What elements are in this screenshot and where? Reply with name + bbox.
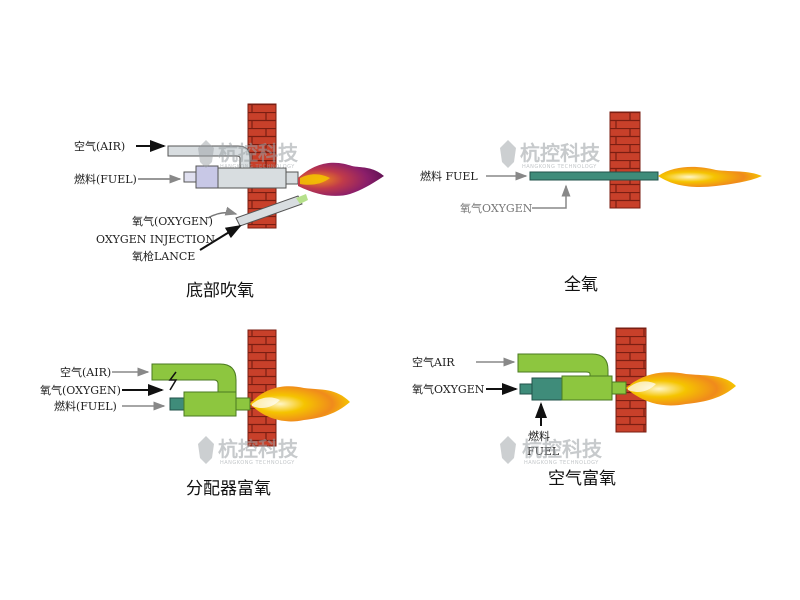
oxygen-label: 氧气(OXYGEN) — [40, 383, 121, 397]
panel-distributor-oxygen-enrichment: 空气(AIR) 氧气(OXYGEN) 燃料(FUEL) 分配器富氧 杭控科技 H… — [40, 329, 350, 499]
flame-core — [300, 174, 330, 185]
watermark-logo-icon — [198, 436, 214, 464]
panel-caption: 分配器富氧 — [186, 479, 271, 499]
brick-wall — [609, 111, 641, 209]
panel-full-oxygen: 燃料 FUEL 氧气OXYGEN 全氧 杭控科技 HANGKONG TECHNO… — [420, 111, 762, 295]
watermark-subtext: HANGKONG TECHNOLOGY — [220, 460, 295, 466]
fuel-body — [531, 377, 563, 401]
air-elbow-pipe — [151, 363, 237, 395]
panel-caption: 全氧 — [564, 275, 598, 295]
fuel-label: 燃料 FUEL — [420, 169, 478, 183]
lance-arrow — [199, 225, 242, 251]
fuel-inlet — [169, 397, 185, 411]
flame — [626, 372, 736, 406]
watermark-subtext: HANGKONG TECHNOLOGY — [220, 164, 295, 170]
oxygen-injection-label: OXYGEN INJECTION — [96, 233, 215, 246]
air-elbow-pipe — [517, 353, 609, 377]
burner-body — [183, 391, 237, 417]
watermark-logo-icon — [198, 140, 214, 168]
fuel-body — [195, 165, 219, 189]
fuel-label: 燃料(FUEL) — [74, 172, 137, 186]
watermark: 杭控科技 HANGKONG TECHNOLOGY — [500, 436, 603, 466]
flame — [250, 386, 350, 422]
lance-label: 氧枪LANCE — [132, 249, 195, 263]
burner-mouth — [235, 397, 251, 411]
watermark-text: 杭控科技 — [520, 141, 601, 165]
lance-tip-glow — [296, 194, 308, 204]
oxygen-label: 氧气(OXYGEN) — [132, 214, 213, 228]
flame-glow — [628, 381, 656, 392]
burner-mouth — [611, 381, 627, 395]
flame — [658, 166, 762, 187]
watermark-logo-icon — [500, 436, 516, 464]
flame — [298, 162, 384, 196]
oxygen-label: 氧气OXYGEN — [412, 382, 485, 396]
air-label: 空气AIR — [412, 355, 455, 369]
burner-mouth — [285, 171, 299, 185]
air-label: 空气(AIR) — [60, 365, 111, 379]
watermark-subtext: HANGKONG TECHNOLOGY — [522, 164, 597, 170]
air-label: 空气(AIR) — [74, 139, 125, 153]
panel-air-oxygen-enrichment: 空气AIR 氧气OXYGEN 燃料 FUEL 空气富氧 杭控科技 HANGKON… — [412, 327, 736, 489]
watermark-text: 杭控科技 — [218, 437, 299, 461]
panel-caption: 空气富氧 — [548, 469, 616, 489]
watermark: 杭控科技 HANGKONG TECHNOLOGY — [198, 140, 299, 170]
oxygen-arrow — [207, 206, 238, 219]
oxygen-injector-icon — [168, 371, 178, 391]
watermark-subtext: HANGKONG TECHNOLOGY — [524, 460, 599, 466]
panel-bottom-oxygen-blowing: 空气(AIR) 燃料(FUEL) 氧气(OXYGEN) OXYGEN INJEC… — [74, 103, 384, 301]
fuel-label-cn: 燃料 — [528, 429, 550, 443]
burner-body — [217, 167, 287, 189]
fuel-label-en: FUEL — [527, 445, 560, 458]
fuel-pipe — [529, 171, 659, 181]
oxygen-lance — [235, 195, 303, 227]
brick-wall — [247, 329, 277, 447]
fuel-nozzle-tip — [183, 171, 197, 183]
oxygen-inlet — [519, 383, 533, 395]
panel-caption: 底部吹氧 — [186, 281, 254, 301]
watermark-text: 杭控科技 — [218, 141, 299, 165]
flame-glow — [252, 397, 280, 408]
oxygen-arrow — [532, 184, 571, 209]
fuel-label: 燃料(FUEL) — [54, 399, 117, 413]
watermark-text: 杭控科技 — [522, 437, 603, 461]
watermark-logo-icon — [500, 140, 516, 168]
oxygen-label: 氧气OXYGEN — [460, 201, 533, 215]
burner-body — [561, 375, 613, 401]
watermark: 杭控科技 HANGKONG TECHNOLOGY — [198, 436, 299, 466]
watermark: 杭控科技 HANGKONG TECHNOLOGY — [500, 140, 601, 170]
